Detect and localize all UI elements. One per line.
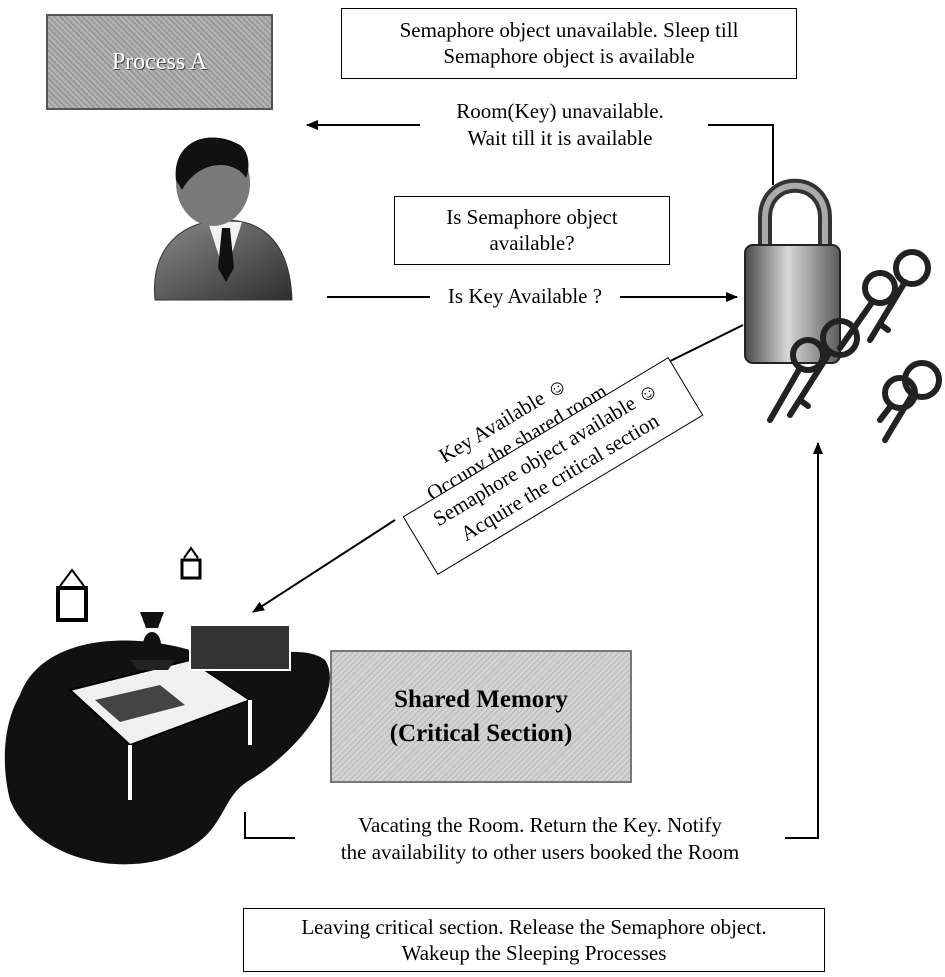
person-icon [154, 137, 293, 301]
shared-memory-box: Shared Memory (Critical Section) [330, 650, 632, 783]
semaphore-unavailable-line1: Semaphore object unavailable. Sleep till [399, 18, 739, 42]
bedroom-icon [4, 546, 330, 865]
connector-lines [244, 120, 823, 839]
semaphore-query-box: Is Semaphore object available? [394, 196, 670, 265]
shared-memory-line2: (Critical Section) [389, 719, 573, 747]
process-a-box: Process A [46, 14, 273, 110]
semaphore-query-line2: available? [489, 231, 575, 255]
semaphore-query-line1: Is Semaphore object [446, 205, 618, 229]
leaving-line2: Wakeup the Sleeping Processes [401, 941, 667, 965]
vacating-line2: the availability to other users booked t… [340, 840, 740, 864]
room-unavailable-label: Room(Key) unavailable. Wait till it is a… [410, 98, 710, 152]
room-unavailable-line2: Wait till it is available [467, 126, 653, 150]
semaphore-unavailable-line2: Semaphore object is available [443, 44, 695, 68]
shared-memory-line1: Shared Memory [394, 685, 568, 713]
vacating-line1: Vacating the Room. Return the Key. Notif… [358, 813, 722, 837]
leaving-critical-section-box: Leaving critical section. Release the Se… [243, 908, 825, 972]
leaving-line1: Leaving critical section. Release the Se… [301, 915, 767, 939]
room-unavailable-line1: Room(Key) unavailable. [456, 99, 664, 123]
padlock-icon [744, 178, 841, 364]
key-query-label: Is Key Available ? [447, 284, 603, 308]
semaphore-unavailable-box: Semaphore object unavailable. Sleep till… [341, 8, 797, 79]
vacating-label: Vacating the Room. Return the Key. Notif… [292, 812, 788, 866]
keys-icon [767, 249, 942, 443]
process-a-label: Process A [111, 48, 208, 75]
